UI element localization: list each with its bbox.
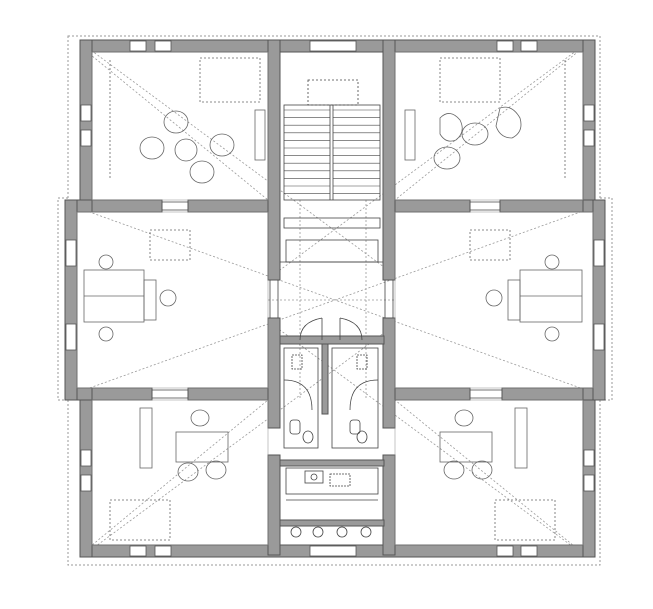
kitchenette	[285, 467, 379, 538]
room-top-right-furniture	[404, 57, 566, 180]
stair-core	[283, 79, 381, 201]
room-bottom-right-furniture	[439, 407, 556, 541]
room-bottom-left-furniture	[109, 407, 229, 541]
door-openings	[152, 201, 502, 399]
windows	[65, 40, 605, 557]
room-middle-right-furniture	[469, 229, 583, 342]
room-middle-left-furniture	[83, 229, 191, 342]
room-outlines	[76, 51, 594, 546]
roof-projection-lines	[69, 45, 601, 556]
restrooms	[283, 347, 379, 449]
room-top-left-furniture	[109, 57, 266, 184]
central-hall	[280, 217, 383, 341]
stair-treads	[284, 109, 380, 194]
